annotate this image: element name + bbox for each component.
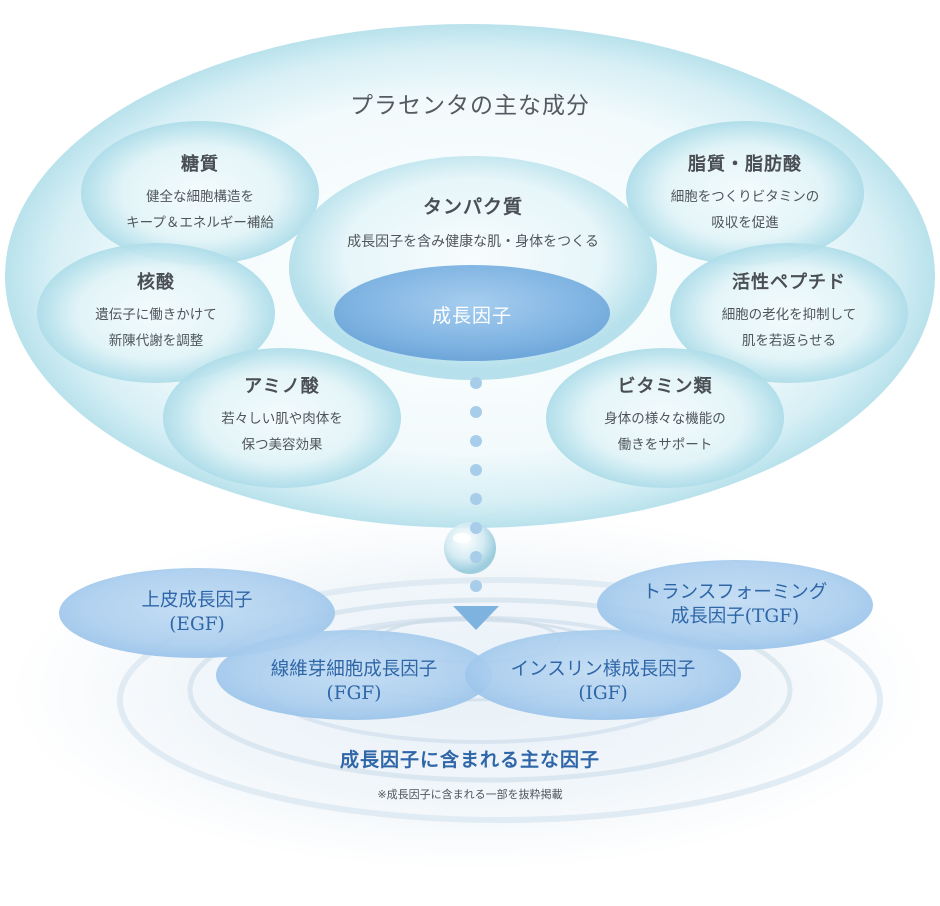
component-bubbles	[37, 121, 908, 488]
center-title: タンパク質	[422, 196, 523, 218]
factor-egf	[59, 568, 335, 658]
factor-bubbles	[59, 560, 873, 720]
factor-line: (FGF)	[326, 683, 382, 704]
component-desc-line: 肌を若返らせる	[741, 333, 837, 349]
bubble-nucleic-acid	[37, 243, 275, 383]
component-desc-line: キープ＆エネルギー補給	[126, 215, 274, 231]
component-desc-line: 若々しい肌や肉体を	[221, 411, 343, 427]
component-title: 糖質	[181, 154, 219, 175]
bubble-growth-factor	[334, 265, 610, 361]
growth-factor-label: 成長因子	[431, 305, 512, 327]
factor-line: インスリン様成長因子	[510, 659, 696, 680]
component-vitamin: ビタミン類 身体の様々な機能の 働きをサポート	[546, 372, 784, 458]
component-desc-line: 細胞をつくりビタミンの	[670, 189, 820, 205]
component-lipid: 脂質・脂肪酸 細胞をつくりビタミンの 吸収を促進	[626, 150, 864, 236]
factor-line: 上皮成長因子	[141, 590, 253, 611]
component-title: 脂質・脂肪酸	[688, 154, 802, 175]
diagram-title: プラセンタの主な成分	[350, 93, 590, 119]
component-title: 活性ペプチド	[732, 272, 846, 293]
factor-tgf	[597, 560, 873, 650]
factor-fgf-label: 線維芽細胞成長因子 (FGF)	[216, 658, 492, 706]
component-nucleic-acid: 核酸 遺伝子に働きかけて 新陳代謝を調整	[37, 268, 275, 354]
component-peptide: 活性ペプチド 細胞の老化を抑制して 肌を若返らせる	[670, 268, 908, 354]
component-desc-line: 新陳代謝を調整	[108, 333, 204, 349]
arrow-down-icon	[453, 606, 499, 630]
component-title: アミノ酸	[244, 376, 320, 397]
component-desc-line: 細胞の老化を抑制して	[721, 307, 857, 323]
factor-igf	[465, 630, 741, 720]
bubble-peptide	[670, 243, 908, 383]
factor-line: トランスフォーミング	[642, 582, 828, 603]
factor-igf-label: インスリン様成長因子 (IGF)	[465, 658, 741, 706]
component-desc-line: 遺伝子に働きかけて	[95, 307, 217, 323]
component-desc-line: 働きをサポート	[617, 437, 713, 453]
center-description: 成長因子を含み健康な肌・身体をつくる	[347, 234, 599, 250]
component-title: ビタミン類	[617, 376, 713, 397]
component-desc-line: 身体の様々な機能の	[604, 411, 726, 427]
dotted-connector	[453, 377, 499, 630]
water-drop	[444, 522, 496, 574]
bubble-vitamin	[546, 348, 784, 488]
bubble-amino-acid	[163, 348, 401, 488]
component-carbohydrate: 糖質 健全な細胞構造を キープ＆エネルギー補給	[81, 150, 319, 236]
bubble-carbohydrate	[81, 121, 319, 265]
component-title: 核酸	[137, 272, 175, 293]
component-amino-acid: アミノ酸 若々しい肌や肉体を 保つ美容効果	[163, 372, 401, 458]
factor-line: 成長因子(TGF)	[670, 606, 800, 627]
factors-title: 成長因子に含まれる主な因子	[339, 749, 600, 771]
factor-fgf	[216, 630, 492, 720]
factor-line: 線維芽細胞成長因子	[270, 659, 438, 680]
factor-tgf-label: トランスフォーミング 成長因子(TGF)	[597, 581, 873, 629]
component-desc-line: 吸収を促進	[711, 215, 779, 231]
component-desc-line: 健全な細胞構造を	[146, 189, 254, 205]
factor-egf-label: 上皮成長因子 (EGF)	[59, 589, 335, 637]
factor-line: (IGF)	[578, 683, 628, 704]
bubble-lipid	[626, 121, 864, 265]
footnote: ※成長因子に含まれる一部を抜粋掲載	[377, 788, 563, 801]
factor-line: (EGF)	[169, 614, 225, 635]
component-desc-line: 保つ美容効果	[241, 437, 323, 453]
